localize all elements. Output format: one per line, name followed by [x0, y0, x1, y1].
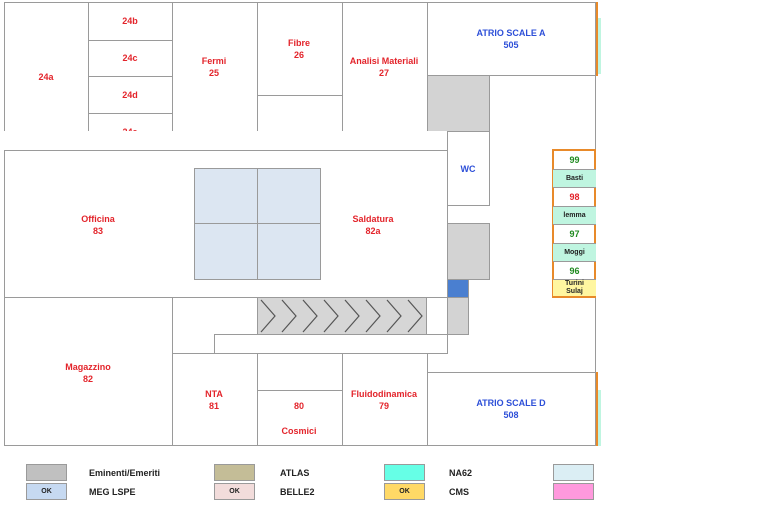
room-atrio-a-number: 505 — [503, 40, 519, 50]
office-97-occupant-text: Moggi — [564, 249, 585, 256]
stairs — [257, 297, 427, 335]
room-atrio-d-number: 508 — [503, 410, 519, 420]
legend-swatch-cms: OK — [384, 483, 425, 500]
crane-area-sw — [194, 223, 258, 280]
room-saldatura-name: Saldatura — [352, 214, 394, 224]
room-officina-name: Officina — [81, 214, 115, 224]
office-98-occupant[interactable]: lemma — [553, 206, 596, 224]
legend-label-meg-lspe: MEG LSPE — [89, 487, 136, 497]
room-fibre[interactable] — [257, 2, 343, 96]
room-24b[interactable] — [88, 2, 173, 41]
legend-label-eminenti: Eminenti/Emeriti — [89, 468, 161, 478]
room-analisi-number: 27 — [378, 68, 390, 78]
office-96-occupant-text: Turini Sulaj — [565, 280, 584, 295]
legend-swatch-meg-lspe-text: OK — [41, 488, 52, 495]
legend-label-belle2: BELLE2 — [280, 487, 315, 497]
legend-label-atlas: ATLAS — [280, 468, 310, 478]
office-99-number-text: 99 — [569, 155, 580, 165]
room-nta-name: NTA — [205, 389, 223, 399]
office-97-number[interactable]: 97 — [553, 224, 596, 243]
landing — [214, 334, 448, 354]
room-cosmici[interactable] — [257, 390, 343, 446]
room-fibre-name: Fibre — [287, 38, 311, 48]
room-saldatura-number: 82a — [365, 226, 381, 236]
legend-swatch-eminenti — [26, 464, 67, 481]
legend-swatch-belle2-text: OK — [229, 488, 240, 495]
legend-swatch-atlas — [214, 464, 255, 481]
legend-swatch-lightblue — [553, 464, 594, 481]
room-nta[interactable] — [172, 353, 258, 446]
room-magazzino-name: Magazzino — [65, 362, 111, 372]
corridor-upper — [4, 131, 448, 151]
room-fibre-number: 26 — [293, 50, 305, 60]
atrio-d-frame — [596, 372, 598, 446]
room-magazzino[interactable] — [4, 297, 173, 446]
legend-swatch-cms-text: OK — [399, 488, 410, 495]
room-80-number: 80 — [293, 401, 305, 411]
office-97-occupant[interactable]: Moggi — [553, 243, 596, 261]
blue-block — [447, 279, 469, 298]
office-97-number-text: 97 — [569, 229, 580, 239]
room-officina[interactable] — [4, 150, 448, 298]
room-fluido-name: Fluidodinamica — [350, 389, 418, 399]
grey-block-middle — [447, 223, 490, 280]
office-98-number[interactable]: 98 — [553, 187, 596, 206]
room-24c-label: 24c — [122, 53, 138, 63]
legend-swatch-meg-lspe: OK — [26, 483, 67, 500]
room-fluido-number: 79 — [378, 401, 390, 411]
legend-swatch-belle2: OK — [214, 483, 255, 500]
room-24b-label: 24b — [122, 16, 138, 26]
atrio-d-highlight — [596, 390, 601, 446]
room-24a-label: 24a — [38, 72, 54, 82]
grey-block-upper — [427, 75, 490, 132]
room-analisi-materiali[interactable] — [342, 2, 428, 132]
room-wc-label: WC — [460, 164, 476, 174]
room-cosmici-name: Cosmici — [281, 426, 317, 436]
legend-swatch-pink — [553, 483, 594, 500]
legend-label-cms: CMS — [449, 487, 469, 497]
room-officina-number: 83 — [92, 226, 104, 236]
office-98-occupant-text: lemma — [563, 212, 586, 219]
room-atrio-d-name: ATRIO SCALE D — [476, 398, 546, 408]
room-fermi-number: 25 — [208, 68, 220, 78]
legend-label-na62: NA62 — [449, 468, 473, 478]
atrio-a-frame — [596, 2, 598, 76]
office-96-occupant[interactable]: Turini Sulaj — [553, 279, 596, 296]
room-atrio-scale-a[interactable] — [427, 2, 596, 76]
atrio-a-highlight — [596, 18, 601, 74]
legend-swatch-na62 — [384, 464, 425, 481]
crane-area-se — [257, 223, 321, 280]
room-80-upper[interactable] — [257, 353, 343, 391]
crane-area-ne — [257, 168, 321, 224]
office-96-number-text: 96 — [569, 265, 580, 276]
room-24d-label: 24d — [122, 90, 138, 100]
room-magazzino-number: 82 — [82, 374, 94, 384]
room-fibre-annex[interactable] — [257, 95, 343, 132]
room-atrio-scale-d[interactable] — [427, 372, 596, 446]
office-99-number[interactable]: 99 — [553, 151, 596, 169]
office-96-number[interactable]: 96 — [553, 261, 596, 279]
crane-area-nw — [194, 168, 258, 224]
office-99-occupant-text: Basti — [565, 175, 584, 182]
room-fluidodinamica[interactable] — [342, 353, 428, 446]
office-99-occupant[interactable]: Basti — [553, 169, 596, 187]
office-98-number-text: 98 — [569, 192, 580, 202]
room-fermi[interactable] — [172, 2, 258, 132]
room-nta-number: 81 — [208, 401, 220, 411]
room-fermi-name: Fermi — [201, 56, 227, 66]
grey-block-lower — [447, 297, 469, 335]
room-atrio-a-name: ATRIO SCALE A — [476, 28, 546, 38]
room-analisi-name: Analisi Materiali — [349, 56, 419, 66]
